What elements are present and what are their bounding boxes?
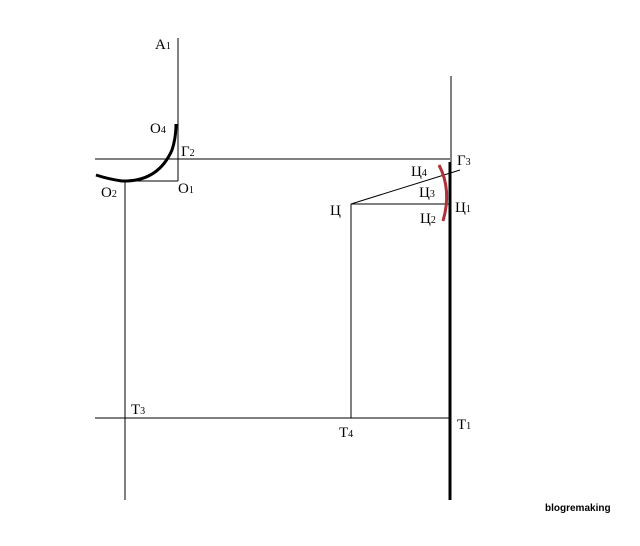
line-ts-ts4 xyxy=(350,169,461,205)
armhole-curve xyxy=(437,164,449,222)
label-g2: Г2 xyxy=(181,144,195,160)
label-ts1: Ц1 xyxy=(455,200,471,216)
construction-lines xyxy=(95,38,461,500)
watermark: blogremaking xyxy=(545,503,611,514)
label-t1: Т1 xyxy=(457,417,471,433)
label-t4: Т4 xyxy=(339,425,353,441)
label-ts2: Ц2 xyxy=(420,211,436,227)
label-ts4: Ц4 xyxy=(411,164,427,180)
label-t3: Т3 xyxy=(131,402,145,418)
label-ts3: Ц3 xyxy=(419,185,435,201)
label-o2: О2 xyxy=(101,185,117,201)
label-o4: О4 xyxy=(150,121,166,137)
label-a1: А1 xyxy=(155,37,171,53)
neck-curve xyxy=(95,123,178,183)
label-ts: Ц xyxy=(330,203,341,219)
label-g3: Г3 xyxy=(457,153,471,169)
label-o1: О1 xyxy=(178,181,194,197)
